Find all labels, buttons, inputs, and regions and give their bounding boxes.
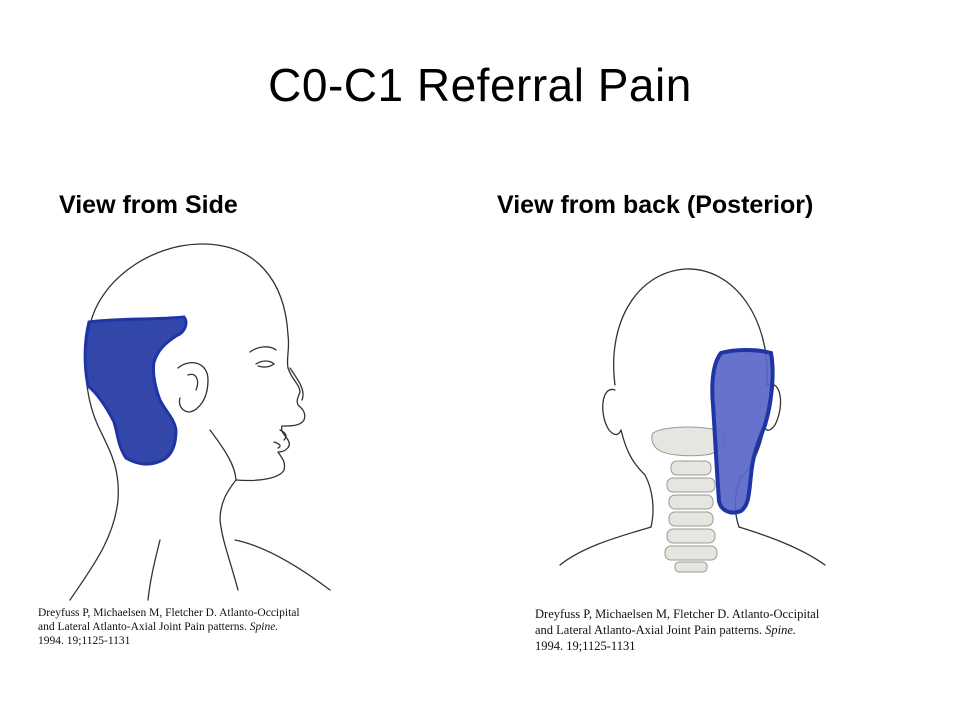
citation-line-3: 1994. 19;1125-1131 [38,634,300,648]
head-back-view-illustration [535,265,835,575]
side-view-citation: Dreyfuss P, Michaelsen M, Fletcher D. At… [38,606,300,648]
back-pain-region [712,350,772,513]
back-view-citation: Dreyfuss P, Michaelsen M, Fletcher D. At… [535,606,819,654]
citation-journal: Spine. [250,621,278,633]
citation-line-2-text: and Lateral Atlanto-Axial Joint Pain pat… [535,623,762,637]
citation-line-1: Dreyfuss P, Michaelsen M, Fletcher D. At… [535,606,819,622]
side-pain-region [85,317,186,464]
citation-journal: Spine. [765,623,796,637]
citation-line-2-text: and Lateral Atlanto-Axial Joint Pain pat… [38,621,247,633]
slide-title: C0-C1 Referral Pain [0,58,960,112]
side-head-outline [70,244,330,600]
side-view-heading: View from Side [59,191,238,220]
citation-line-3: 1994. 19;1125-1131 [535,638,819,654]
citation-line-2: and Lateral Atlanto-Axial Joint Pain pat… [535,622,819,638]
head-side-view-illustration [60,240,360,605]
citation-line-2: and Lateral Atlanto-Axial Joint Pain pat… [38,620,300,634]
citation-line-1: Dreyfuss P, Michaelsen M, Fletcher D. At… [38,606,300,620]
back-view-heading: View from back (Posterior) [497,191,813,220]
